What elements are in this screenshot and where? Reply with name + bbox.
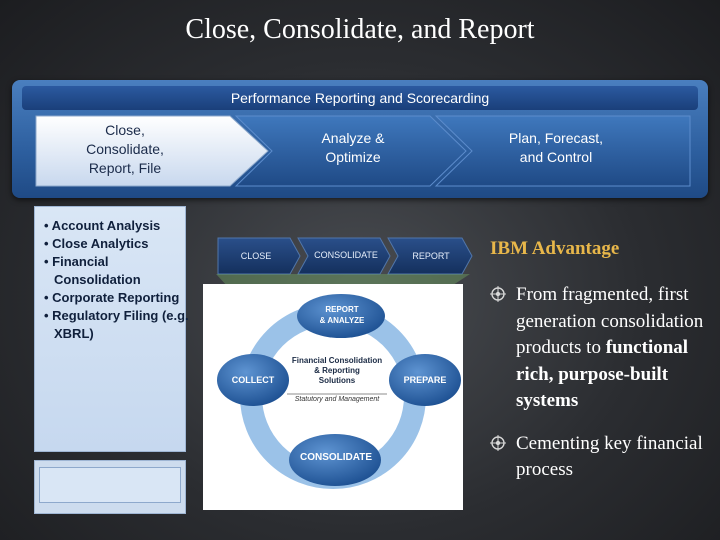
cycle-center-sub: Statutory and Management — [294, 396, 380, 403]
list-item: • Regulatory Filing (e.g. XBRL) — [44, 308, 189, 341]
stage-chevron-close — [35, 115, 269, 187]
list-item: • Corporate Reporting — [44, 290, 180, 305]
cycle-arrows-icon — [217, 294, 461, 489]
panel-footer — [34, 460, 186, 514]
cycle-center-line1: Financial Consolidation — [291, 356, 383, 365]
mini-chevron-consolidate — [297, 237, 391, 275]
list-item: • Account Analysis — [44, 218, 161, 233]
advantage-heading: IBM Advantage — [490, 238, 620, 259]
slide-title: Close, Consolidate, and Report — [185, 14, 535, 45]
gear-bullet-icon — [490, 286, 506, 302]
stage-label-close: Close, Consolidate, Report, File — [86, 122, 164, 176]
stage-label-analyze: Analyze & Optimize — [321, 130, 385, 165]
step-consolidate: CONSOLIDATE — [314, 250, 378, 260]
claim1-plain: From fragmented, first generation consol… — [516, 284, 704, 358]
gear-bullet-icon — [490, 434, 506, 451]
capabilities-panel — [34, 206, 186, 452]
cycle-center-line2: & Reporting — [314, 366, 360, 375]
list-item: • Financial Consolidation — [44, 254, 141, 287]
band-header: Performance Reporting and Scorecarding — [22, 86, 698, 110]
list-item: From fragmented, first generation consol… — [490, 282, 714, 415]
cycle-report-label: REPORT — [325, 305, 359, 314]
stage-label-plan: Plan, Forecast, and Control — [508, 130, 604, 165]
cycle-diagram: REPORT & ANALYZE COLLECT PREPARE CONSOLI… — [203, 284, 463, 510]
list-item: • Close Analytics — [44, 236, 149, 251]
cycle-center-line3: Solutions — [318, 376, 356, 385]
cycle-consolidate-label: CONSOLIDATE — [299, 452, 373, 463]
stage-chevron-analyze — [234, 115, 467, 187]
claim1-bold: functional rich, purpose-built systems — [516, 337, 689, 411]
stage-chevron-plan — [434, 115, 691, 187]
mini-chevron-report — [387, 237, 473, 275]
cycle-prepare-label: PREPARE — [403, 375, 447, 385]
cycle-analyze-label: & ANALYZE — [319, 316, 365, 325]
advantage-list: From fragmented, first generation consol… — [490, 282, 714, 500]
claim2-text: Cementing key financial process — [516, 432, 703, 481]
step-report: REPORT — [412, 251, 450, 261]
list-item: Cementing key financial process — [490, 431, 714, 484]
capabilities-list: • Account Analysis • Close Analytics • F… — [44, 217, 194, 343]
cycle-collect-label: COLLECT — [231, 375, 275, 385]
step-close: CLOSE — [240, 251, 272, 261]
mini-chevron-close — [217, 237, 301, 275]
